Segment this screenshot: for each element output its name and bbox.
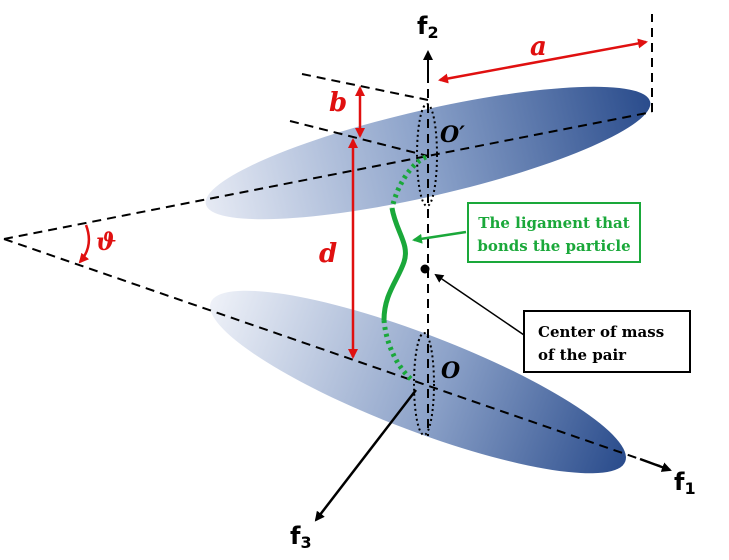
center-of-mass-line2: of the pair	[538, 346, 627, 364]
f1-axis-arrow	[639, 457, 672, 472]
dashed-axes	[3, 14, 661, 467]
center-of-mass-callout-box	[523, 310, 691, 373]
b-label: b	[329, 88, 347, 118]
b-top-extension-line	[301, 73, 429, 101]
f3-axis-arrow	[314, 389, 417, 522]
ligament-callout-line2: bonds the particle	[477, 237, 630, 255]
ligament-top-dotted	[389, 154, 428, 209]
f3-label: f3	[290, 522, 312, 552]
d-label: d	[319, 239, 337, 269]
theta-angle-arc	[78, 224, 91, 264]
f2-label: f2	[417, 12, 439, 42]
center-of-mass-pointer-arrow	[434, 273, 525, 336]
upper-cross-section	[416, 103, 438, 207]
lower-cross-section	[413, 332, 435, 436]
o-prime-label: O′	[440, 122, 465, 148]
ligament-callout-box	[467, 202, 641, 263]
lower-major-axis-line	[3, 238, 661, 467]
theta-label: ϑ	[96, 227, 116, 256]
b-bottom-extension-line	[289, 120, 429, 157]
ligament-solid	[381, 207, 408, 321]
center-of-mass-line1: Center of mass	[538, 323, 664, 341]
ligament-pointer-arrow	[412, 230, 467, 244]
center-of-mass-dot	[420, 264, 430, 274]
o-label: O	[441, 358, 460, 384]
upper-major-axis-line	[3, 111, 653, 240]
a-dimension-arrow	[438, 38, 648, 84]
a-label: a	[530, 32, 547, 62]
ligament-callout-line1: The ligament that	[478, 214, 629, 232]
f1-label: f1	[674, 468, 696, 498]
ligament-bottom-dotted	[381, 319, 414, 382]
